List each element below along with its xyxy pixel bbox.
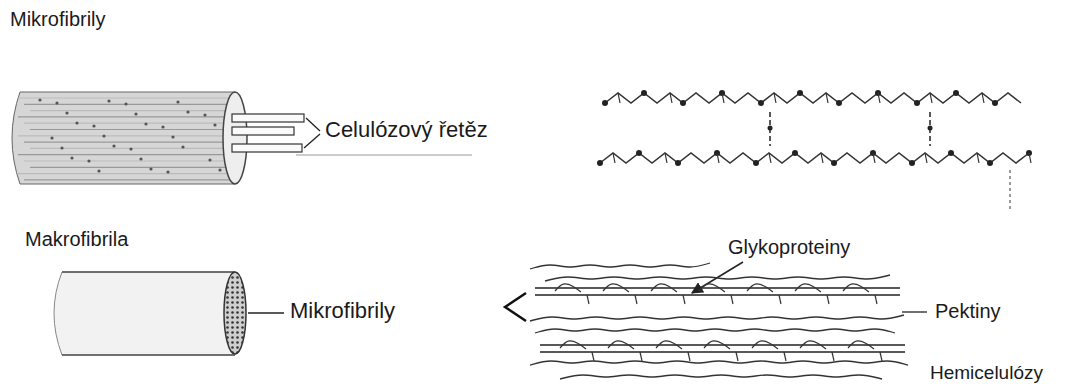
part-label: Makrofibrila — [25, 228, 128, 251]
part-label: Mikrofibrily — [290, 298, 395, 323]
macrofibril — [54, 272, 526, 355]
part-label: Pektiny — [935, 300, 1001, 323]
part-label: Mikrofibrily — [10, 8, 106, 31]
part-label: Hemicelulózy — [930, 362, 1043, 384]
part-label: Glykoproteiny — [728, 236, 850, 259]
cellulose-chains — [597, 90, 1032, 210]
part-label: Celulózový řetěz — [325, 117, 488, 142]
cell-wall-matrix — [530, 262, 927, 379]
